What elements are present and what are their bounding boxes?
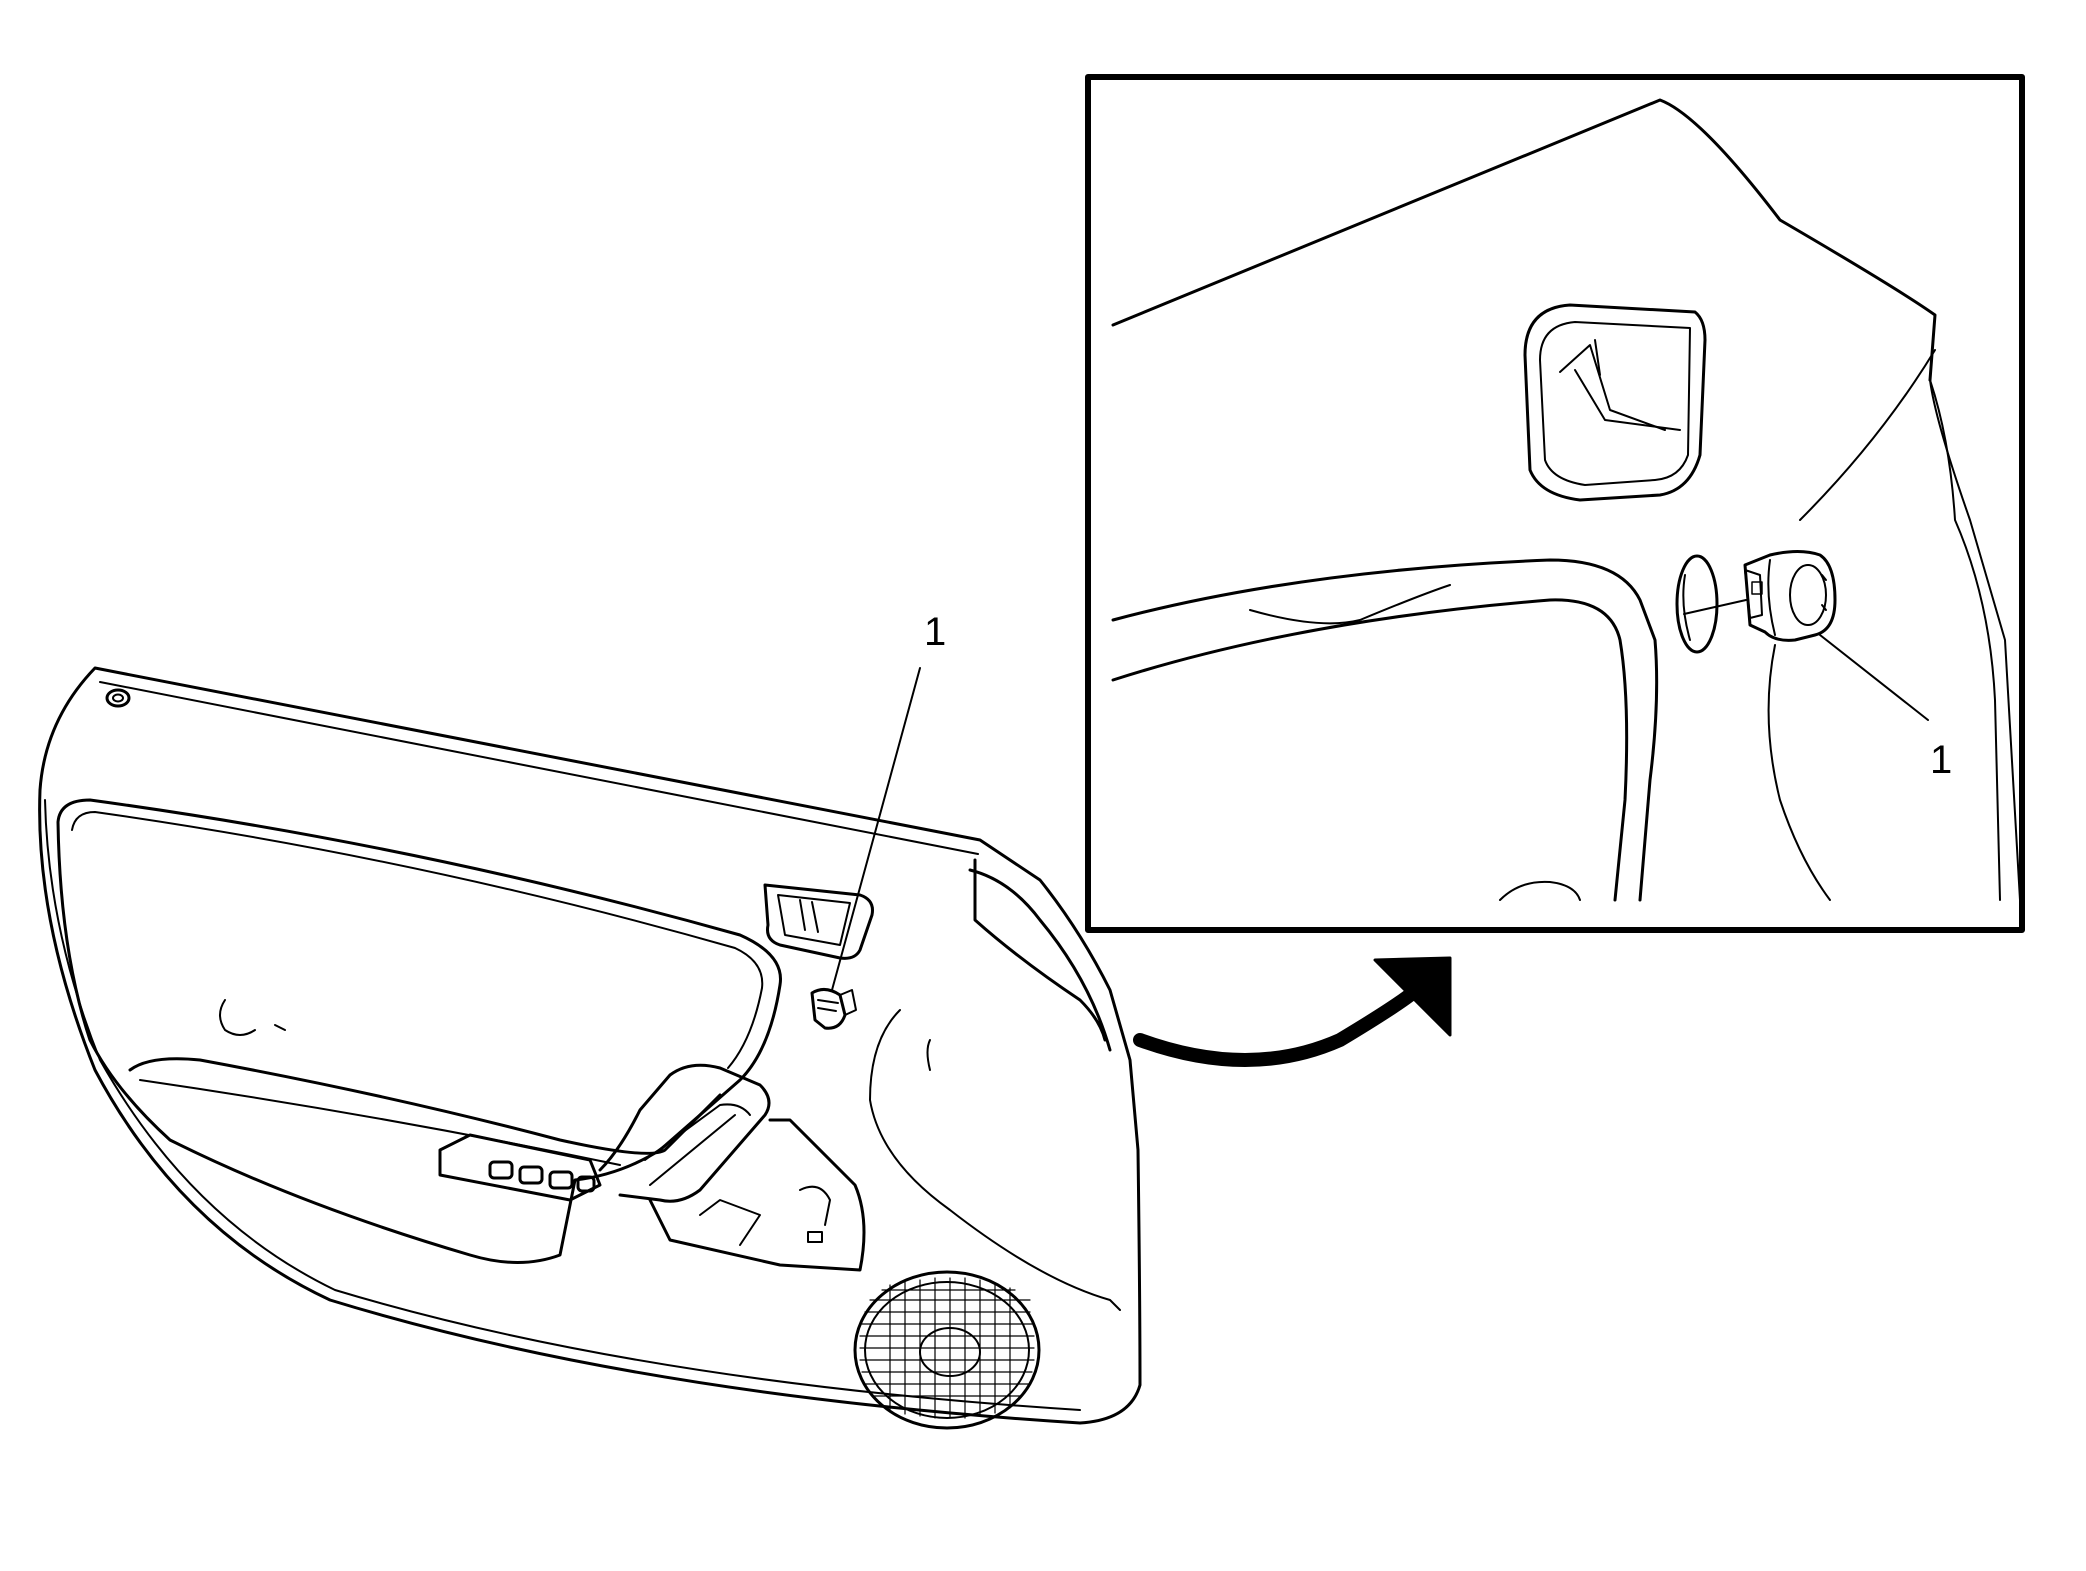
panel-outline xyxy=(38,666,1142,1425)
armrest-bezel-inner xyxy=(71,811,764,1069)
door-trim-panel xyxy=(38,666,1142,1430)
inside-handle xyxy=(763,883,874,960)
pull-cup xyxy=(128,1057,722,1155)
armrest-bezel xyxy=(56,798,782,1264)
inset-inside-handle xyxy=(1523,303,1707,502)
inset-mirror-switch xyxy=(1743,550,1837,642)
leader-line-inset xyxy=(1819,634,1929,721)
curved-arrow-icon xyxy=(1133,956,1452,1067)
door-pocket xyxy=(648,1118,866,1272)
lower-trim-contour xyxy=(968,858,1112,1052)
callout-number-inset: 1 xyxy=(1930,738,1953,782)
mirror-switch xyxy=(810,988,857,1030)
inset-frame xyxy=(1085,74,2025,933)
speaker-grille xyxy=(853,1270,1041,1430)
window-switch-bank xyxy=(438,1133,602,1202)
leader-line-main xyxy=(831,667,921,991)
switch-opening xyxy=(1675,554,1719,654)
mounting-hole xyxy=(105,688,131,708)
panel-outline-inner xyxy=(44,681,1081,1411)
callout-number-main: 1 xyxy=(924,610,947,654)
inset-detail xyxy=(1085,74,2025,933)
pull-handle xyxy=(598,1063,771,1203)
